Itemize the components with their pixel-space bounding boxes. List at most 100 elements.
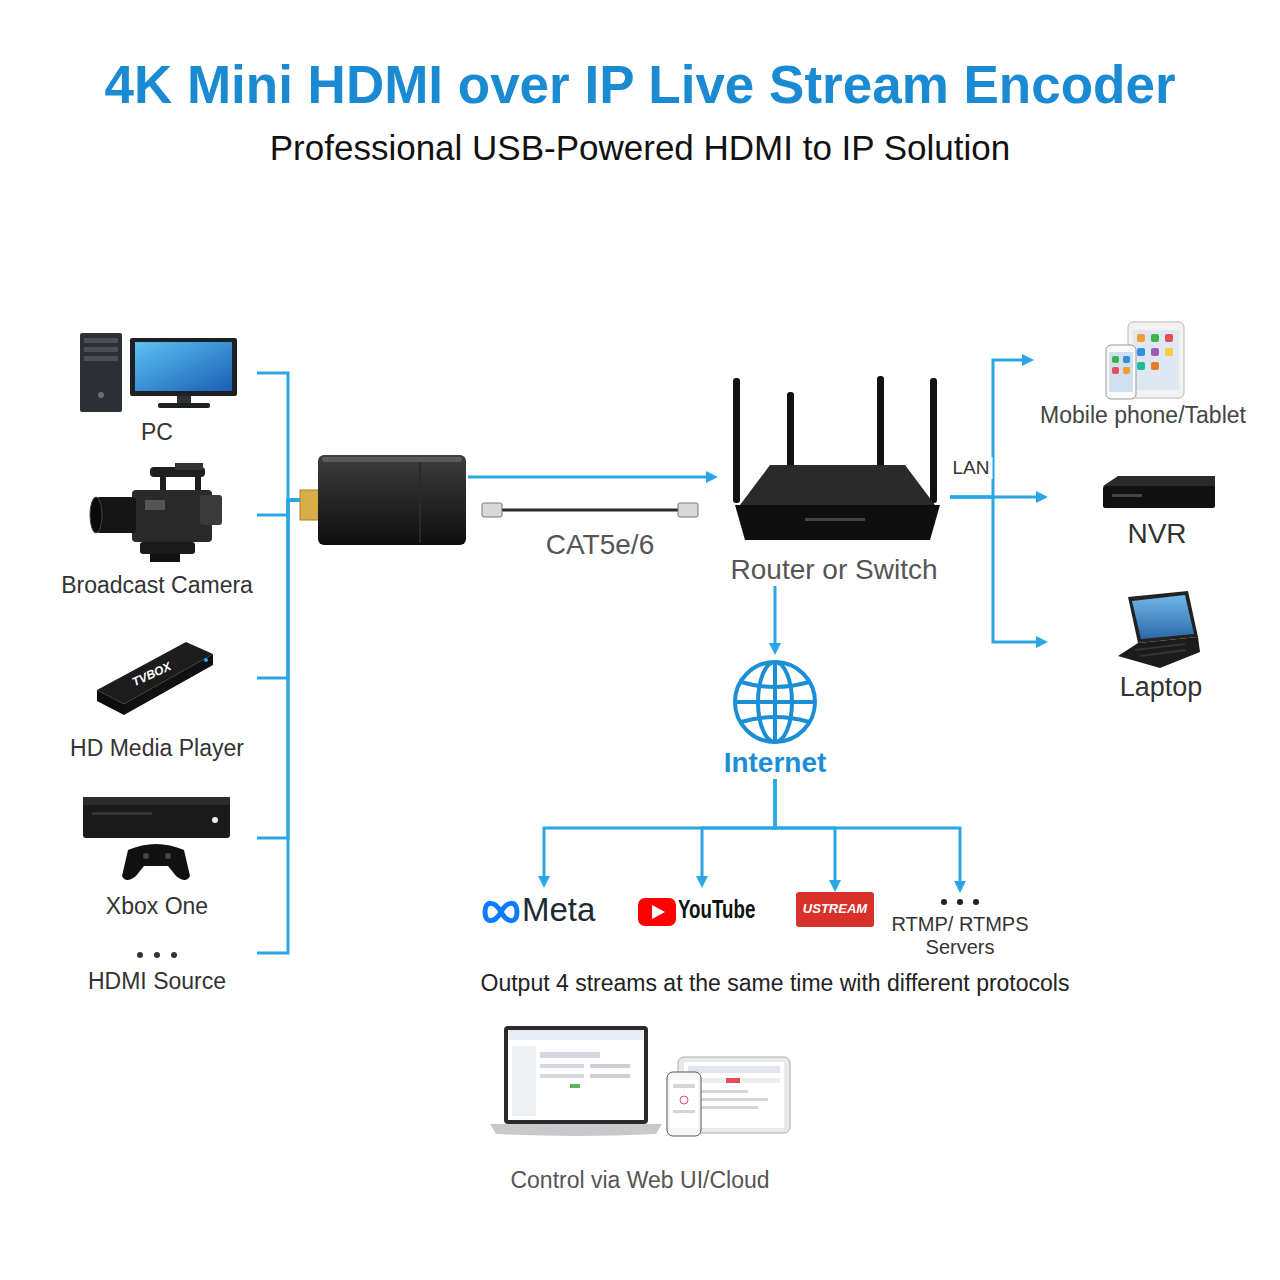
encoder-illustration [300,455,466,545]
platform-logo: USTREAM [796,892,874,927]
camera-illustration-part [150,554,180,562]
node-label: NVR [1127,518,1186,550]
platform-logo: YouTube [632,888,772,932]
node-label: RTMP/ RTMPS Servers [885,913,1035,959]
connector [702,779,775,880]
node-label: Mobile phone/Tablet [1040,402,1246,428]
pc-illustration-part [84,356,118,361]
node-label: Meta [522,891,595,929]
note-text-anchor: Output 4 streams at the same time with d… [481,970,1070,996]
camera-illustration-part [90,497,102,533]
web-ui-screenshots-part [508,1030,644,1040]
node-label: Router or Switch [731,554,938,586]
encoder-illustration-part [322,457,462,462]
nvr-illustration-part [1103,486,1215,508]
connector [950,360,1026,497]
ellipsis-dots-part [171,952,177,958]
youtube-logo-mark [638,898,676,926]
router-illustration-part [735,505,940,540]
pc-illustration-part [177,396,191,404]
node-label: HDMI Source [88,968,226,994]
tvbox-illustration-part [97,690,124,715]
ellipsis-dots-part [941,899,947,905]
node-label: HD Media Player [70,735,244,761]
web-ui-screenshots-part [504,1026,648,1124]
connector [257,500,300,953]
mobile-tablet-illustration-part [1109,352,1133,392]
camera-illustration-part [140,542,195,554]
caption-text-anchor: Control via Web UI/Cloud [510,1167,769,1193]
cable-illustration [482,503,698,517]
camera-illustration [90,463,222,562]
router-illustration-part [930,378,937,503]
nvr-illustration-part [1112,494,1142,497]
youtube-logo-mark-part [652,905,665,919]
router-illustration-part [733,378,740,503]
web-ui-screenshots-part [726,1078,740,1083]
client-device: NVR [1048,470,1266,550]
network-router: Router or Switch [718,372,950,586]
connector [257,500,300,515]
camera-illustration-part [175,463,203,470]
node-label: Internet [724,747,827,779]
web-ui-screenshots-part [667,1072,701,1136]
edge-label-anchor: CAT5e/6 [543,529,657,561]
pc-illustration-part [84,347,118,352]
xbox-illustration-part [83,797,230,805]
title-anchor: 4K Mini HDMI over IP Live Stream Encoder [104,55,1175,116]
caption-text: Control via Web UI/Cloud [510,1167,769,1193]
mobile-tablet-illustration [1106,322,1184,399]
edge-label-anchor: LAN [950,457,993,479]
mobile-tablet-illustration-part [1112,367,1119,374]
meta-logo-mark [485,903,517,920]
ellipsis-dots-part [154,952,160,958]
router-illustration [733,376,940,540]
pc-illustration-part [80,333,122,412]
mobile-tablet-illustration-part [1123,356,1130,363]
laptop-illustration-part [1128,591,1198,643]
mobile-tablet-illustration-part [1112,356,1119,363]
globe-icon [735,662,815,742]
ellipsis-dots-part [137,952,143,958]
source-device: PC [57,328,257,445]
laptop-illustration-part [1140,650,1186,656]
internet-globe: Internet [715,655,835,779]
connector [775,779,835,884]
node-label: PC [141,419,173,445]
web-ui-screenshots-part [673,1110,695,1113]
mobile-tablet-illustration-part [1137,334,1145,342]
source-device: HD Media Player [57,635,257,761]
connector [950,497,1040,642]
xbox-illustration-part [212,817,218,823]
main-title: 4K Mini HDMI over IP Live Stream Encoder [104,55,1175,116]
pc-illustration-part [84,338,118,343]
pc-illustration-part [158,403,210,408]
web-ui-screenshots [490,1026,790,1136]
web-ui-screenshots-part [688,1078,780,1083]
mobile-tablet-illustration-part [1151,334,1159,342]
cable-illustration-part [678,503,698,517]
web-ui-screenshots-part [508,1030,644,1120]
meta-logo-mark-part [485,903,517,920]
subtitle-text-anchor: Professional USB-Powered HDMI to IP Solu… [270,128,1011,168]
mobile-tablet-illustration-part [1151,362,1159,370]
ellipsis-dots-part [957,899,963,905]
laptop-illustration-part [1118,637,1200,668]
web-ui-screenshots-part [673,1084,695,1088]
subtitle-text: Professional USB-Powered HDMI to IP Solu… [270,128,1011,168]
node-label: USTREAM [803,902,867,917]
connector [774,586,777,647]
platform-logo: RTMP/ RTMPS Servers [885,893,1035,959]
youtube-logo-mark-part [638,898,676,926]
edge-label: LAN [950,457,993,479]
mobile-tablet-illustration-part [1165,334,1173,342]
web-ui-screenshots-part [590,1074,630,1078]
cable-illustration-part [500,509,680,512]
mobile-tablet-illustration-part [1137,348,1145,356]
xbox-illustration-part [92,812,152,815]
camera-illustration-part [200,495,222,525]
mobile-tablet-illustration-part [1106,345,1136,399]
camera-illustration-part [195,477,201,491]
